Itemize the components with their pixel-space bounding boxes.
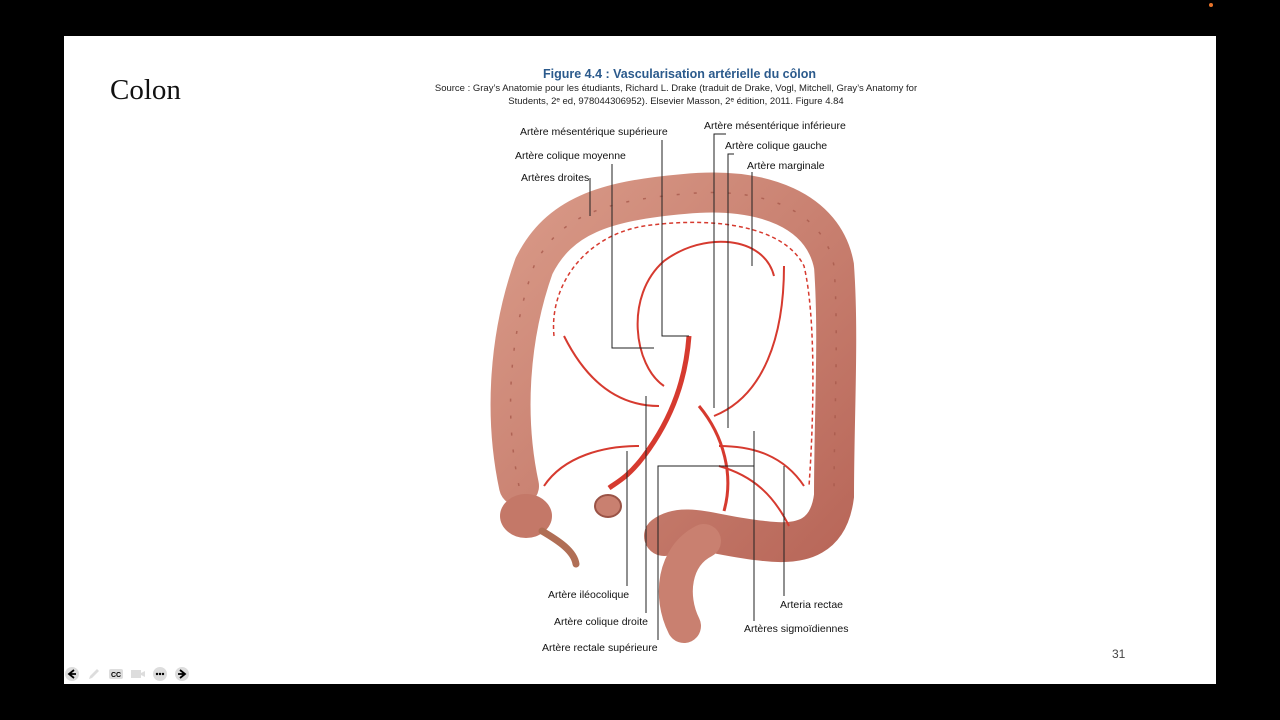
inferior-mesenteric-artery <box>697 405 730 512</box>
label-right-arteries: Artères droites <box>521 172 590 184</box>
more-icon <box>153 667 167 681</box>
ileocolic-artery <box>543 445 640 487</box>
label-inf-mesenteric: Artère mésentérique inférieure <box>704 120 846 132</box>
label-sigmoid: Artères sigmoïdiennes <box>744 623 849 635</box>
pen-icon <box>89 669 99 679</box>
pen-tool-button[interactable] <box>86 666 102 682</box>
recording-indicator <box>1209 3 1213 7</box>
slide-title: Colon <box>110 74 181 106</box>
leader-sup-rectal <box>657 465 754 640</box>
left-colic-artery <box>713 265 785 417</box>
appendix <box>538 527 580 568</box>
label-arteria-rectae: Arteria rectae <box>780 599 844 611</box>
colon-shape <box>490 172 857 563</box>
svg-text:CC: CC <box>111 672 121 679</box>
marginal-artery <box>552 221 814 487</box>
captions-icon: CC <box>109 669 123 679</box>
figure-source: Source : Gray’s Anatomie pour les étudia… <box>434 83 918 107</box>
label-marginal: Artère marginale <box>747 160 825 172</box>
presentation-controls: CC <box>64 666 190 682</box>
captions-button[interactable]: CC <box>108 666 124 682</box>
sigmoid-arteries <box>718 445 805 527</box>
right-colic-artery <box>563 335 660 407</box>
leader-inf-mesenteric <box>713 133 726 408</box>
middle-colic-artery <box>636 240 775 387</box>
label-left-colic: Artère colique gauche <box>725 140 828 152</box>
leader-left-colic <box>727 153 734 428</box>
label-sup-rectal: Artère rectale supérieure <box>542 642 658 654</box>
label-right-colic: Artère colique droite <box>554 616 648 628</box>
rectum <box>658 524 721 643</box>
arrow-right-icon <box>175 667 189 681</box>
label-middle-colic: Artère colique moyenne <box>515 150 626 162</box>
arrow-left-icon <box>65 667 79 681</box>
ileum-end <box>594 494 622 518</box>
label-ileocolic: Artère iléocolique <box>548 589 630 601</box>
video-button[interactable] <box>130 666 146 682</box>
previous-slide-button[interactable] <box>64 666 80 682</box>
page-number: 31 <box>1112 647 1126 661</box>
superior-mesenteric-artery <box>607 335 692 491</box>
more-options-button[interactable] <box>152 666 168 682</box>
next-slide-button[interactable] <box>174 666 190 682</box>
video-camera-icon <box>131 670 145 678</box>
slide: Colon Figure 4.4 : Vascularisation artér… <box>64 36 1216 684</box>
cecum <box>500 494 552 538</box>
label-sup-mesenteric: Artère mésentérique supérieure <box>520 126 668 138</box>
colon-artery-illustration <box>490 133 857 643</box>
leader-middle-colic <box>611 164 654 349</box>
figure-title: Figure 4.4 : Vascularisation artérielle … <box>543 67 817 81</box>
leader-sup-mesenteric <box>661 140 689 337</box>
